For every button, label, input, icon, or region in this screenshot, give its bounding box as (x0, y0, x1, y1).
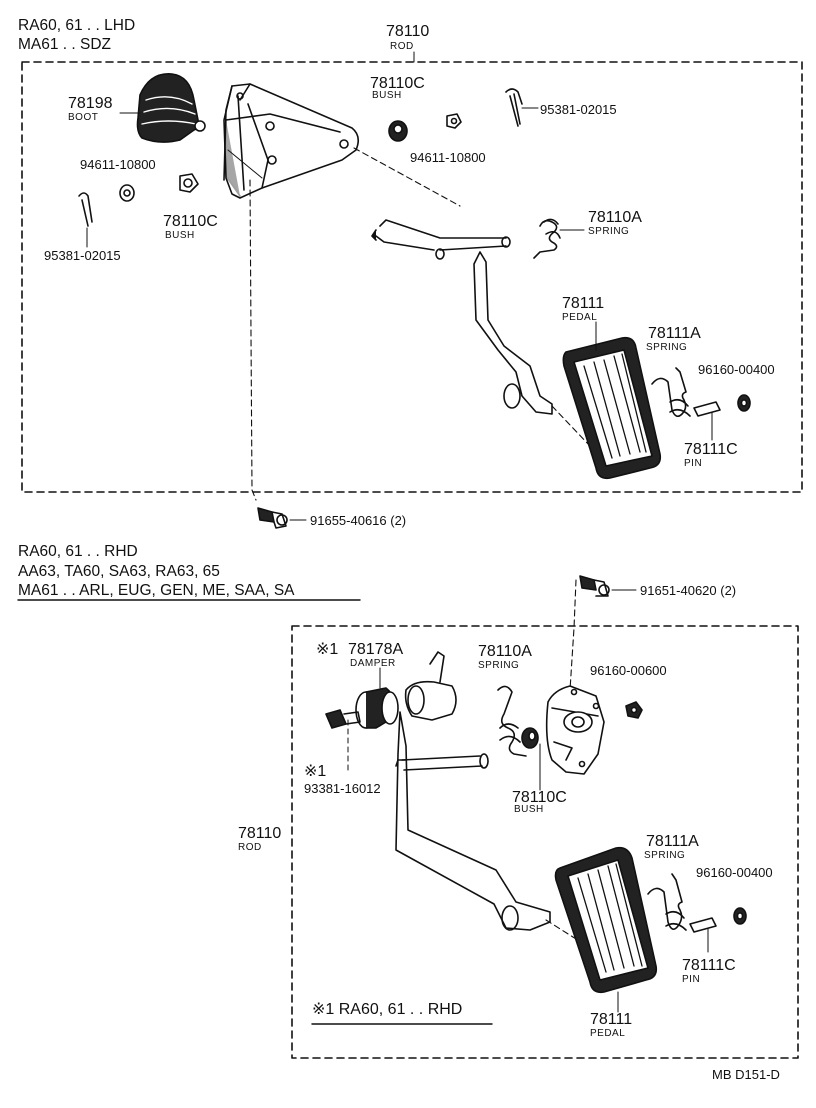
washer-upper (446, 113, 462, 129)
bolt-top-number: 91655-40616 (2) (310, 513, 407, 528)
cotter-pin-upper-number: 95381-02015 (540, 102, 617, 117)
bush-bottom-name: BUSH (514, 804, 544, 815)
spring-top-number: 78110A (588, 209, 642, 226)
rod-number-top: 78110 (386, 23, 430, 40)
top-frame (21, 61, 803, 493)
clip-bottom (733, 907, 747, 925)
pedal-spring-top (651, 367, 691, 418)
damper-number: 78178A (348, 641, 404, 658)
damper-mark: ※1 (316, 641, 339, 658)
bush-upper (388, 120, 408, 142)
washer-upper-number: 94611-10800 (410, 150, 486, 165)
top-header-line2: MA61 . . SDZ (18, 36, 112, 53)
bottom-header-line2: AA63, TA60, SA63, RA63, 65 (18, 563, 220, 580)
spring-bottom-name: SPRING (478, 660, 520, 671)
bush-upper-number: 78110C (370, 75, 425, 92)
pedal-spring-bottom (647, 873, 687, 931)
pedal-spring-bottom-number: 78111A (646, 833, 699, 850)
pedal-spring-bottom-name: SPRING (644, 850, 686, 861)
rod-number-bottom: 78110 (238, 825, 282, 842)
rod-name-top: ROD (390, 41, 414, 52)
washer-left-number: 94611-10800 (80, 157, 156, 172)
nut-bottom (625, 701, 643, 719)
pedal-rod-top (371, 219, 553, 415)
boot-name: BOOT (68, 112, 99, 123)
pedal-rod-bottom (395, 651, 585, 945)
pin-bottom-name: PIN (682, 974, 701, 985)
bracket-bottom (545, 685, 605, 775)
damper (355, 667, 399, 729)
pedal-spring-top-number: 78111A (648, 325, 701, 342)
pin-bottom (689, 917, 717, 933)
damper-screw (325, 709, 361, 775)
bush-upper-name: BUSH (372, 90, 402, 101)
spring-bottom (497, 685, 527, 757)
clip-top-number: 96160-00400 (698, 362, 775, 377)
bottom-header-line1: RA60, 61 . . RHD (18, 543, 138, 560)
pedal-bottom (554, 846, 658, 1013)
pedal-spring-top-name: SPRING (646, 342, 688, 353)
cotter-pin-left (78, 192, 93, 227)
damper-name: DAMPER (350, 658, 396, 669)
pedal-bottom-name: PEDAL (590, 1028, 626, 1039)
bolt-bottom (569, 575, 637, 691)
bolt-bottom-number: 91651-40620 (2) (640, 583, 737, 598)
bottom-frame (291, 625, 799, 1059)
boot-number: 78198 (68, 95, 113, 112)
pin-top-name: PIN (684, 458, 703, 469)
footer-code: MB D151-D (712, 1067, 780, 1082)
pedal-top-number: 78111 (562, 295, 605, 312)
pedal-bracket (223, 83, 360, 199)
clip-bottom-number: 96160-00400 (696, 865, 773, 880)
washer-left (119, 184, 135, 202)
bush-bottom-number: 78110C (512, 789, 567, 806)
top-header-line1: RA60, 61 . . LHD (18, 17, 136, 34)
boot-part (119, 73, 206, 143)
bolt-top (257, 507, 307, 529)
clip-top (737, 394, 751, 412)
bottom-header-line3: MA61 . . ARL, EUG, GEN, ME, SAA, SA (18, 582, 295, 599)
pedal-top-name: PEDAL (562, 312, 598, 323)
nut-bottom-number: 96160-00600 (590, 663, 667, 678)
bush-left-name: BUSH (165, 230, 195, 241)
bush-left (179, 173, 199, 193)
rod-name-bottom: ROD (238, 842, 262, 853)
pin-bottom-number: 78111C (682, 957, 736, 974)
bush-bottom (521, 727, 541, 791)
pin-top-number: 78111C (684, 441, 738, 458)
screw-number: 93381-16012 (304, 781, 381, 796)
pedal-bottom-number: 78111 (590, 1011, 633, 1028)
spring-top (533, 218, 585, 259)
bush-left-number: 78110C (163, 213, 218, 230)
note-rhd: ※1 RA60, 61 . . RHD (312, 1001, 463, 1018)
cotter-pin-upper (505, 88, 523, 127)
screw-mark: ※1 (304, 763, 327, 780)
spring-top-name: SPRING (588, 226, 630, 237)
cotter-pin-left-number: 95381-02015 (44, 248, 121, 263)
spring-bottom-number: 78110A (478, 643, 532, 660)
pin-top (693, 401, 721, 417)
pedal-top (562, 321, 662, 480)
